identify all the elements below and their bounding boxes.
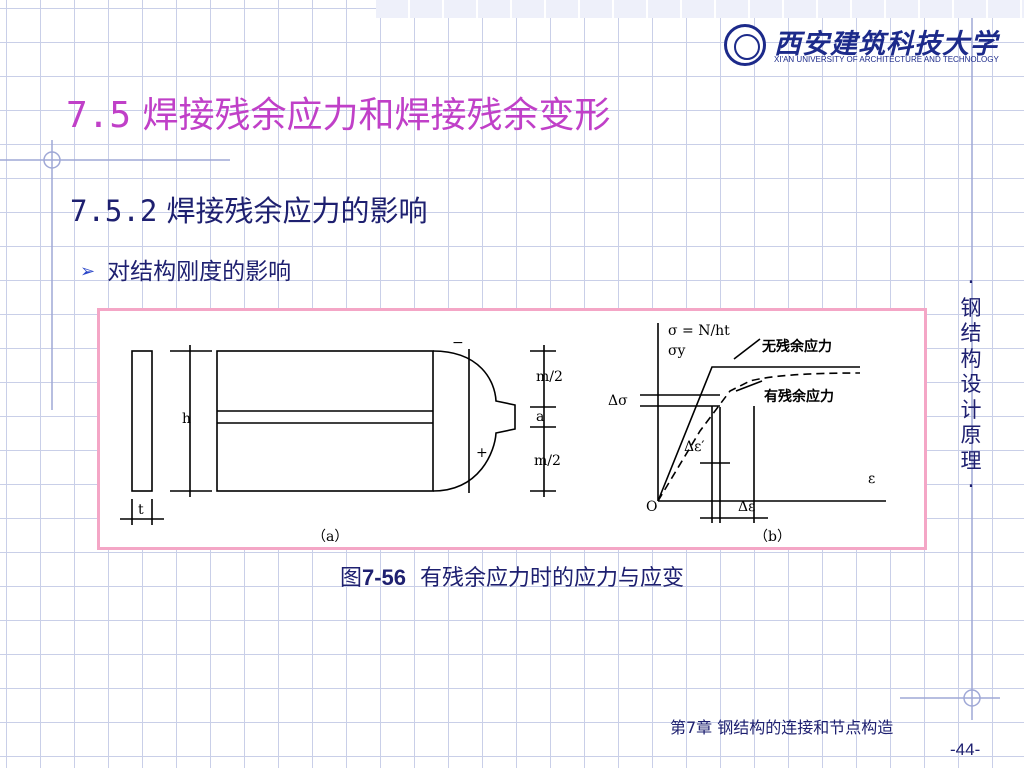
logo-english-name: XI'AN UNIVERSITY OF ARCHITECTURE AND TEC… bbox=[774, 55, 999, 64]
subfigure-b-label: （b） bbox=[754, 529, 791, 545]
course-vertical-label: ·钢结构设计原理· bbox=[960, 270, 982, 498]
page-number: -44- bbox=[950, 740, 981, 759]
dim-t-label: t bbox=[138, 502, 144, 518]
caption-text: 有残余应力时的应力与应变 bbox=[420, 566, 685, 591]
footer-chapter: 第7章 钢结构的连接和节点构造 bbox=[670, 718, 894, 737]
bullet-item: ➢ 对结构刚度的影响 bbox=[80, 252, 291, 286]
welded-plate-face-view bbox=[216, 350, 434, 492]
subfigure-a-label: （a） bbox=[312, 529, 348, 545]
origin-label: O bbox=[646, 499, 657, 515]
dim-h-label: h bbox=[182, 411, 191, 427]
dim-m2-top-label: m/2 bbox=[536, 369, 563, 385]
no-residual-curve bbox=[657, 366, 860, 502]
strain-axis-label: ε bbox=[868, 471, 875, 487]
figure-7-56-diagram: h t m/2 a m/2 − + （a） σ = N/ht σy 无残余应力 … bbox=[120, 323, 886, 545]
title-text: 焊接残余应力和焊接残余变形 bbox=[142, 95, 611, 136]
minus-sign: − bbox=[452, 335, 464, 351]
university-seal-icon bbox=[724, 24, 766, 66]
dim-m2-bottom-label: m/2 bbox=[534, 453, 561, 469]
delta-sigma-label: Δσ bbox=[608, 393, 628, 409]
subtitle-number: 7.5.2 bbox=[70, 194, 158, 228]
university-logo: 西安建筑科技大学 XI'AN UNIVERSITY OF ARCHITECTUR… bbox=[724, 22, 999, 70]
no-residual-label: 无残余应力 bbox=[761, 338, 832, 355]
sigma-y-label: σy bbox=[668, 343, 686, 359]
bullet-text: 对结构刚度的影响 bbox=[107, 259, 292, 285]
y-axis-label: σ = N/ht bbox=[668, 323, 730, 339]
delta-eps-label: Δε bbox=[738, 499, 755, 515]
with-residual-label: 有残余应力 bbox=[764, 388, 834, 405]
page-title: 7.5 焊接残余应力和焊接残余变形 bbox=[66, 86, 611, 138]
plus-sign: + bbox=[476, 445, 488, 461]
figure-frame: h t m/2 a m/2 − + （a） σ = N/ht σy 无残余应力 … bbox=[97, 308, 927, 550]
dim-a-label: a bbox=[536, 409, 544, 425]
logo-chinese-name: 西安建筑科技大学 bbox=[774, 29, 998, 60]
arrow-bullet-icon: ➢ bbox=[80, 261, 96, 282]
subtitle-text: 焊接残余应力的影响 bbox=[166, 194, 428, 228]
stress-distribution-curve bbox=[432, 350, 516, 492]
top-decorative-strip bbox=[376, 0, 1024, 18]
caption-number: 7-56 bbox=[361, 565, 407, 590]
figure-caption: 图7-56 有残余应力时的应力与应变 bbox=[0, 560, 1024, 592]
with-residual-curve bbox=[657, 372, 861, 502]
plate-edge-view bbox=[131, 350, 153, 492]
title-number: 7.5 bbox=[66, 95, 132, 136]
caption-prefix: 图 bbox=[339, 566, 362, 591]
delta-eps-prime-label: Δε′ bbox=[684, 439, 705, 455]
section-subtitle: 7.5.2 焊接残余应力的影响 bbox=[70, 188, 428, 230]
